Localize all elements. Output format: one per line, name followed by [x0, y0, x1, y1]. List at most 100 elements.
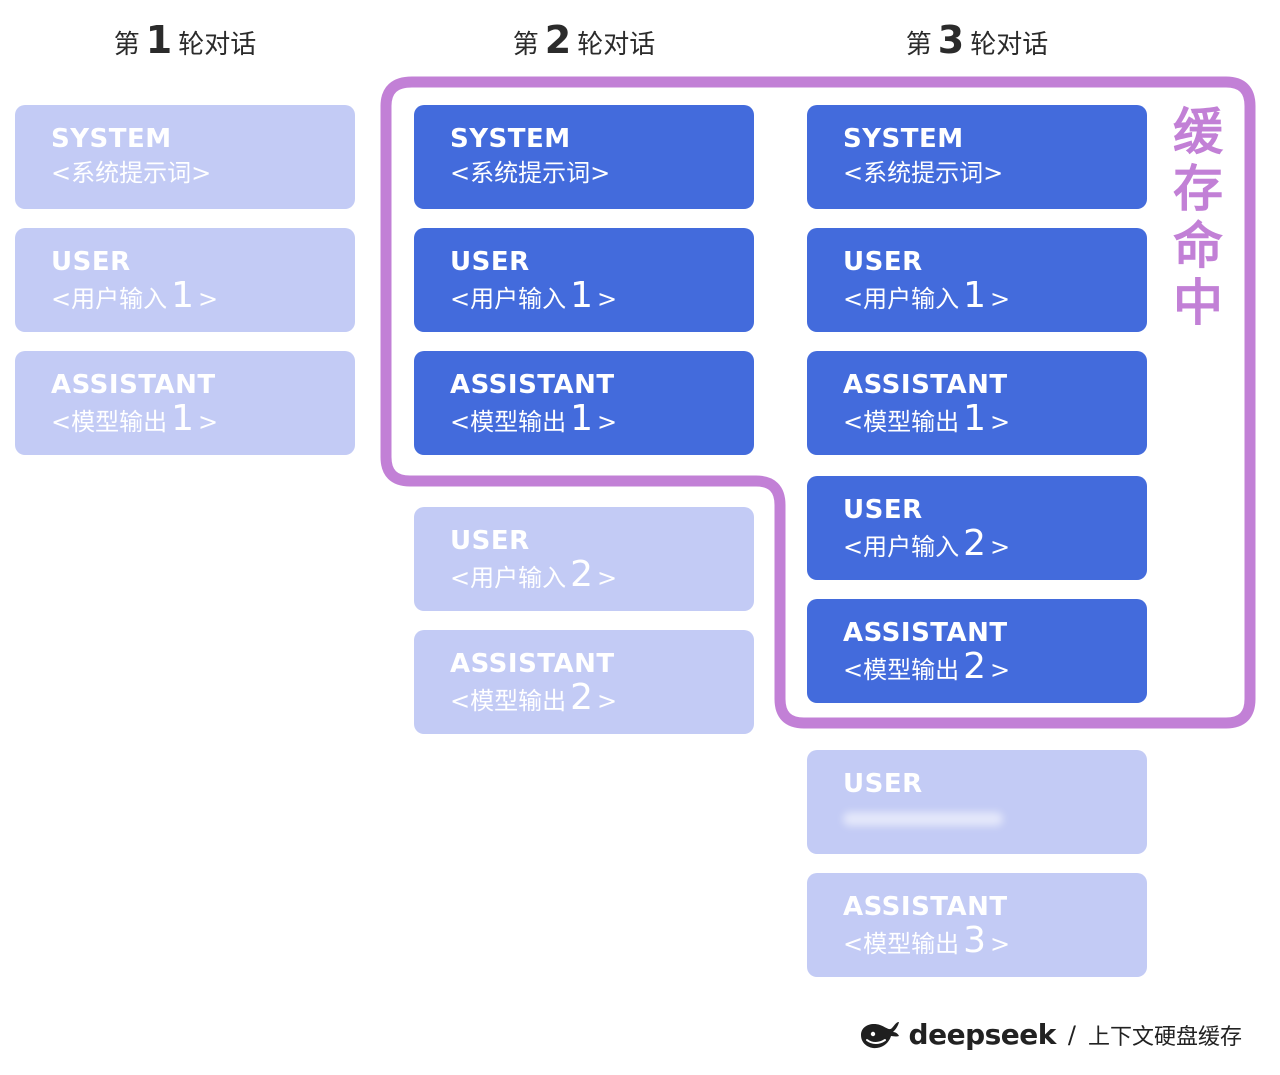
card-role: ASSISTANT [843, 370, 1008, 400]
card-turn-number: 3 [963, 920, 987, 961]
card-role: SYSTEM [51, 124, 172, 154]
card-content-text: <用户输入 [843, 285, 960, 313]
round-number: 2 [544, 18, 572, 62]
card-content-text: <模型输出 [843, 930, 960, 958]
card-turn-number: 2 [963, 646, 987, 687]
card-content-close: > [597, 564, 618, 592]
blurred-content [843, 812, 1003, 826]
card-content-close: > [990, 408, 1011, 436]
message-card-system: SYSTEM <系统提示词> [414, 105, 754, 209]
card-content-close: > [990, 930, 1011, 958]
round-number: 3 [937, 18, 965, 62]
card-content-text: <用户输入 [450, 285, 567, 313]
card-turn-number: 1 [171, 275, 195, 316]
card-content: <系统提示词> [51, 155, 355, 191]
card-turn-number: 1 [171, 398, 195, 439]
card-content: <系统提示词> [450, 155, 754, 191]
round-prefix: 第 [905, 30, 932, 60]
card-role: USER [450, 247, 530, 277]
card-content-text: <用户输入 [51, 285, 168, 313]
card-content-close: > [990, 285, 1011, 313]
card-turn-number: 2 [963, 523, 987, 564]
card-role: ASSISTANT [450, 649, 615, 679]
cache-hit-label: 缓存命中 [1173, 103, 1223, 332]
card-role: USER [450, 526, 530, 556]
round-prefix: 第 [512, 30, 539, 60]
card-content-close: > [198, 408, 219, 436]
card-content-text: <用户输入 [843, 533, 960, 561]
card-content: <系统提示词> [843, 155, 1147, 191]
cache-hit-outline-path [380, 76, 1256, 729]
card-role: SYSTEM [450, 124, 571, 154]
round-suffix: 轮对话 [970, 30, 1049, 60]
card-content-text: <系统提示词> [51, 159, 212, 187]
message-card-user: USER [807, 750, 1147, 854]
round-prefix: 第 [113, 30, 140, 60]
footer-separator: / [1067, 1020, 1076, 1049]
card-content-text: <模型输出 [450, 687, 567, 715]
card-content-text: <模型输出 [51, 408, 168, 436]
card-role: ASSISTANT [843, 892, 1008, 922]
card-turn-number: 1 [963, 275, 987, 316]
card-role: USER [843, 247, 923, 277]
message-card-system: SYSTEM <系统提示词> [15, 105, 355, 209]
card-role: USER [51, 247, 131, 277]
round-suffix: 轮对话 [178, 30, 257, 60]
card-content [843, 800, 1147, 836]
deepseek-whale-logo-icon [860, 1021, 899, 1048]
card-content-text: <用户输入 [450, 564, 567, 592]
card-content-close: > [990, 533, 1011, 561]
card-role: ASSISTANT [51, 370, 216, 400]
round-suffix: 轮对话 [577, 30, 656, 60]
card-content-text: <模型输出 [450, 408, 567, 436]
footer-brand: deepseek [908, 1018, 1057, 1051]
card-content-text: <系统提示词> [450, 159, 611, 187]
card-content-close: > [597, 285, 618, 313]
card-turn-number: 1 [570, 398, 594, 439]
card-turn-number: 2 [570, 554, 594, 595]
footer: deepseek / 上下文硬盘缓存 [859, 1018, 1242, 1051]
card-role: USER [843, 769, 923, 799]
card-role: USER [843, 495, 923, 525]
round-number: 1 [145, 18, 173, 62]
card-role: ASSISTANT [843, 618, 1008, 648]
card-content-text: <模型输出 [843, 408, 960, 436]
card-content-close: > [597, 687, 618, 715]
card-content-text: <系统提示词> [843, 159, 1004, 187]
card-turn-number: 2 [570, 677, 594, 718]
footer-title: 上下文硬盘缓存 [1087, 1024, 1242, 1050]
card-content-close: > [597, 408, 618, 436]
card-turn-number: 1 [963, 398, 987, 439]
card-content-close: > [198, 285, 219, 313]
card-role: ASSISTANT [450, 370, 615, 400]
card-content-close: > [990, 656, 1011, 684]
card-turn-number: 1 [570, 275, 594, 316]
card-content-text: <模型输出 [843, 656, 960, 684]
card-role: SYSTEM [843, 124, 964, 154]
